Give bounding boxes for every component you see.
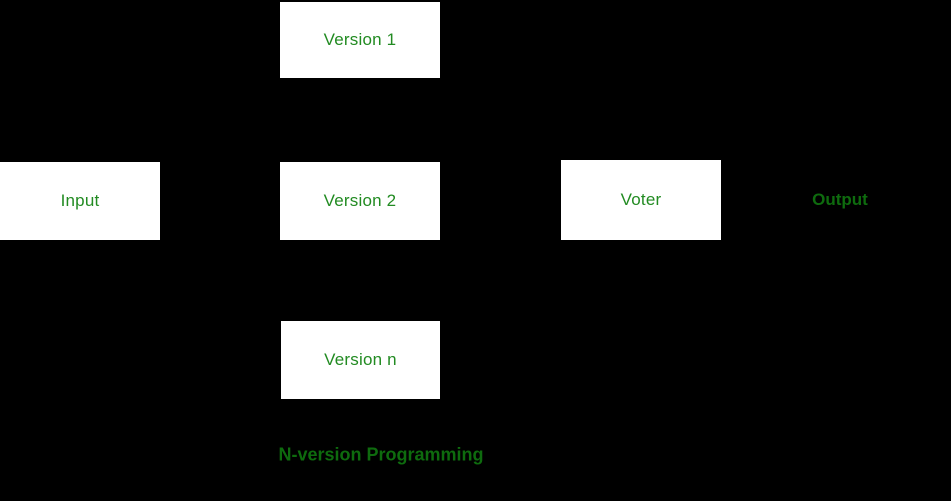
node-input-label: Input xyxy=(60,191,100,210)
node-input: Input xyxy=(0,162,160,240)
node-version-1-label: Version 1 xyxy=(323,30,397,49)
node-version-n-label: Version n xyxy=(324,350,397,369)
diagram-caption: N-version Programming xyxy=(278,444,484,465)
node-voter-label: Voter xyxy=(620,190,662,209)
node-version-2-label: Version 2 xyxy=(323,191,397,210)
node-version-2: Version 2 xyxy=(280,162,440,240)
node-voter: Voter xyxy=(561,160,721,240)
output-label: Output xyxy=(812,190,868,209)
node-version-1: Version 1 xyxy=(280,2,440,78)
node-version-n: Version n xyxy=(281,321,440,399)
